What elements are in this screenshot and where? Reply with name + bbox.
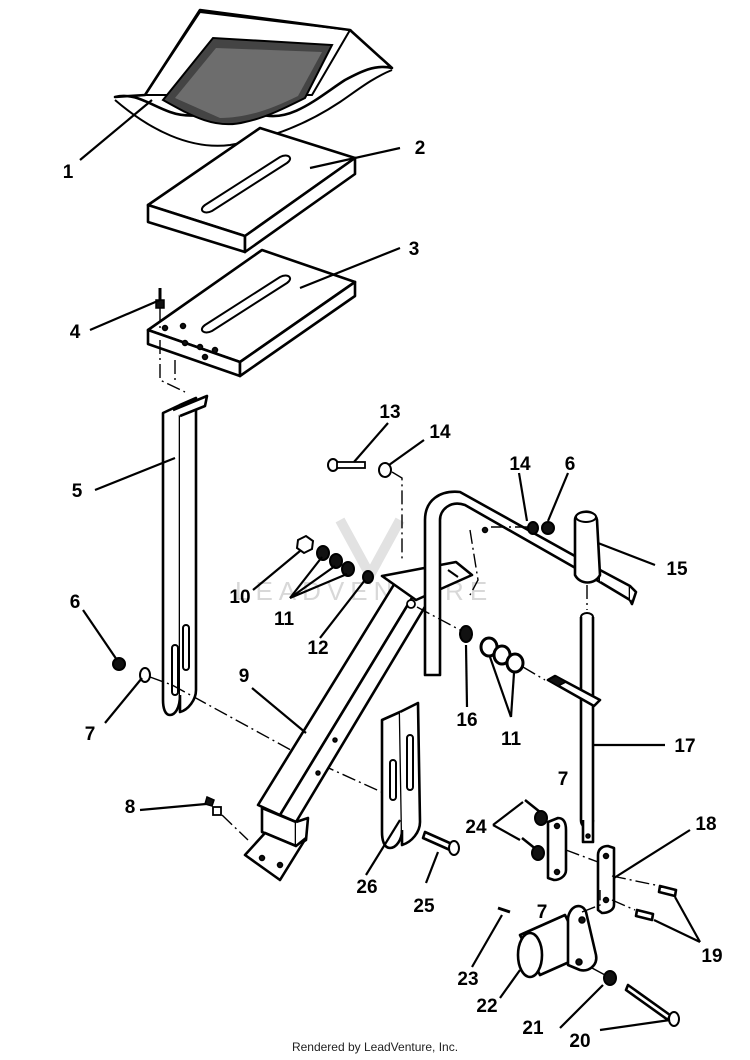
callout-7-lower: 7 xyxy=(537,902,548,923)
part-10-nut xyxy=(295,534,315,555)
part-23-pin xyxy=(497,906,511,914)
part-16-washer xyxy=(459,625,473,643)
callout-8: 8 xyxy=(125,797,136,818)
callout-23: 23 xyxy=(457,969,478,990)
callout-15: 15 xyxy=(666,559,688,580)
part-12-washer xyxy=(362,570,374,584)
part-17-shift-rod xyxy=(579,612,595,844)
callout-25: 25 xyxy=(413,896,435,917)
part-6-nut-left xyxy=(112,657,126,671)
part-3-bracket-plate xyxy=(146,248,357,393)
callout-4: 4 xyxy=(70,322,81,343)
part-14-washer-right xyxy=(527,521,539,535)
callout-17: 17 xyxy=(674,736,695,757)
callout-11-left: 11 xyxy=(274,609,295,630)
callout-7-upper: 7 xyxy=(558,769,569,790)
part-25-bolt xyxy=(421,830,460,856)
part-1-floor-mat xyxy=(113,8,394,147)
part-5-channel-bracket xyxy=(161,394,209,717)
callout-3: 3 xyxy=(409,239,420,260)
callout-5: 5 xyxy=(72,481,83,502)
part-21-washer xyxy=(603,970,617,986)
part-14-washer-top xyxy=(378,462,392,478)
callout-6-left: 6 xyxy=(70,592,81,613)
part-19-pins xyxy=(634,884,678,922)
callout-2: 2 xyxy=(415,138,426,159)
part-18-link-plates xyxy=(546,816,661,915)
part-15-knob xyxy=(573,510,602,584)
callout-14-top: 14 xyxy=(429,422,451,443)
part-2-plate xyxy=(146,126,357,254)
callout-9: 9 xyxy=(239,666,250,687)
callout-7-left: 7 xyxy=(85,724,96,745)
part-26-slotted-bracket xyxy=(380,701,422,850)
callout-16: 16 xyxy=(456,710,477,731)
callout-12: 12 xyxy=(307,638,328,659)
callout-19: 19 xyxy=(701,946,722,967)
part-11-washers-left xyxy=(316,545,355,577)
callout-13: 13 xyxy=(379,402,400,423)
callout-22: 22 xyxy=(476,996,497,1017)
handle-bail xyxy=(423,490,638,677)
callout-1: 1 xyxy=(63,162,74,183)
callout-labels: 1 2 3 4 5 6 7 8 9 10 11 12 13 14 14 6 15… xyxy=(63,138,723,1052)
callout-26: 26 xyxy=(356,877,377,898)
part-7-washers-lower xyxy=(531,810,548,861)
part-24-pins xyxy=(521,799,541,851)
callout-20: 20 xyxy=(569,1031,590,1052)
callout-10: 10 xyxy=(229,587,250,608)
part-22-roller-arm xyxy=(516,890,601,979)
callout-14-right: 14 xyxy=(509,454,531,475)
part-6-nut-right xyxy=(541,521,555,535)
callout-leaders xyxy=(79,99,701,1032)
part-20-bolt xyxy=(624,983,680,1027)
callout-24: 24 xyxy=(465,817,487,838)
part-8-grease-fitting xyxy=(204,795,249,841)
pivot-shaft xyxy=(546,674,602,708)
part-11-washers-right xyxy=(479,636,525,674)
callout-18: 18 xyxy=(695,814,716,835)
callout-11-right: 11 xyxy=(501,729,522,750)
callout-6-right: 6 xyxy=(565,454,576,475)
part-13-bolt xyxy=(327,458,366,472)
callout-21: 21 xyxy=(522,1018,544,1039)
footer-credit: Rendered by LeadVenture, Inc. xyxy=(291,1040,459,1054)
